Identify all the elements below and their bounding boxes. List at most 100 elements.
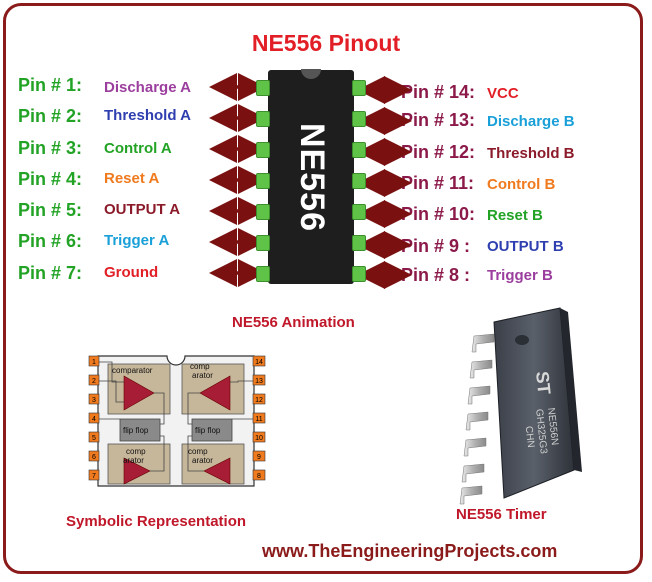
wire-left-1 (96, 361, 124, 383)
chip-lead-14 (352, 80, 366, 96)
sym-pin-2 (88, 374, 100, 386)
sym-pin-14 (252, 355, 266, 367)
sym-num-11: 11 (255, 416, 262, 423)
photo-pin-1 (471, 333, 495, 353)
sym-num-13: 13 (255, 378, 263, 385)
chip-lead-10 (352, 204, 366, 220)
pin-function-8: Trigger B (487, 267, 553, 284)
chip-notch (301, 69, 321, 79)
pin-label-11: Pin # 11: (401, 173, 475, 193)
chip-lead-13 (352, 111, 366, 127)
chip-lead-3 (256, 142, 270, 158)
pin-label-2: Pin # 2: (18, 106, 83, 126)
ne556-chip: NE556 (268, 69, 354, 284)
sym-arator-label-left-bottom: arator (123, 456, 144, 465)
chip-lead-8 (352, 266, 366, 282)
left-comparator2-triangle (123, 457, 151, 485)
pin-label-7: Pin # 7: (18, 263, 83, 283)
pin-function-5: OUTPUT A (104, 201, 181, 218)
chip-lead-9 (352, 235, 366, 251)
sym-pin-3 (88, 393, 100, 405)
sym-arator-label-right-top: arator (192, 371, 213, 380)
wire-right-1 (230, 380, 256, 383)
pin-label-10: Pin # 10: (401, 204, 476, 224)
photo-pin-7 (459, 485, 483, 505)
sym-arator-label-right-bottom: arator (192, 456, 213, 465)
chip-lead-11 (352, 173, 366, 189)
sym-pin-6 (88, 450, 100, 462)
sym-flipflop-left: flip flop (123, 426, 149, 435)
symbolic-caption: Symbolic Representation (66, 513, 247, 530)
pin-label-6: Pin # 6: (18, 231, 83, 251)
sym-pin-7 (88, 469, 100, 481)
pin-label-4: Pin # 4: (18, 169, 83, 189)
wire-left-3 (154, 392, 165, 425)
right-comparator2-block (181, 443, 245, 485)
sym-pin-10 (252, 431, 266, 443)
pin-label-5: Pin # 5: (18, 200, 83, 220)
pin-label-3: Pin # 3: (18, 138, 83, 158)
sym-num-9: 9 (257, 454, 261, 461)
chip-lead-2 (256, 111, 270, 127)
animation-caption: NE556 Animation (232, 314, 355, 331)
pin-function-11: Control B (487, 176, 556, 193)
sym-num-14: 14 (255, 359, 263, 366)
sym-pin-4 (88, 412, 100, 424)
photo-pin-3 (467, 385, 491, 405)
photo-caption: NE556 Timer (456, 506, 547, 523)
chip-lead-6 (256, 235, 270, 251)
pin-function-9: OUTPUT B (487, 238, 564, 255)
pin-function-12: Threshold B (487, 145, 575, 162)
sym-num-12: 12 (255, 397, 263, 404)
wire-right-3 (187, 435, 204, 472)
sym-num-6: 6 (92, 454, 96, 461)
sym-pin-13 (252, 374, 266, 386)
right-comparator2-triangle (203, 457, 231, 485)
pin-function-14: VCC (487, 85, 519, 102)
photo-pin-6 (461, 463, 485, 483)
photo-pin-5 (463, 437, 487, 457)
pin-label-13: Pin # 13: (401, 110, 476, 130)
wire-left-2 (96, 380, 124, 403)
website-url: www.TheEngineeringProjects.com (262, 541, 558, 561)
right-comparator-triangle (199, 375, 231, 411)
chip-lead-12 (352, 142, 366, 158)
wire-left-5 (150, 435, 165, 472)
page-title: NE556 Pinout (251, 30, 401, 56)
sym-num-4: 4 (92, 416, 96, 423)
pin-function-3: Control A (104, 140, 172, 157)
pin-label-14: Pin # 14: (401, 82, 476, 102)
sym-num-1: 1 (92, 359, 96, 366)
sym-comp-label-left-bottom: comp (126, 447, 146, 456)
sym-comp-label-right-bottom: comp (188, 447, 208, 456)
photo-pin-4 (465, 411, 489, 431)
pin-function-7: Ground (104, 264, 159, 281)
sym-pin-5 (88, 431, 100, 443)
sym-comparator-label: comparator (112, 366, 153, 375)
pin-function-6: Trigger A (104, 232, 170, 249)
pin-label-8: Pin # 8 : (401, 265, 471, 285)
pin-function-13: Discharge B (487, 113, 575, 130)
right-flipflop-block (191, 418, 233, 442)
ne556-photo: ST NE556N GH325G3 CHN (459, 307, 582, 505)
left-flipflop-block (119, 418, 161, 442)
left-comparator-triangle (123, 375, 155, 411)
sym-pin-8 (252, 469, 266, 481)
pin-function-4: Reset A (104, 170, 160, 187)
photo-marking-2: GH325G3 (533, 408, 549, 454)
chip-lead-1 (256, 80, 270, 96)
sym-pin-11 (252, 412, 266, 424)
sym-num-8: 8 (257, 473, 261, 480)
sym-flipflop-right: flip flop (195, 426, 221, 435)
sym-pin-1 (88, 355, 100, 367)
sym-num-10: 10 (255, 435, 263, 442)
sym-num-3: 3 (92, 397, 96, 404)
pin-function-2: Threshold A (104, 107, 191, 124)
sym-comp-label-right-top: comp (190, 362, 210, 371)
photo-marking-1: NE556N (545, 407, 560, 446)
photo-chip-body (493, 307, 575, 499)
chip-label: NE556 (292, 122, 331, 232)
sym-pin-12 (252, 393, 266, 405)
chip-lead-4 (256, 173, 270, 189)
